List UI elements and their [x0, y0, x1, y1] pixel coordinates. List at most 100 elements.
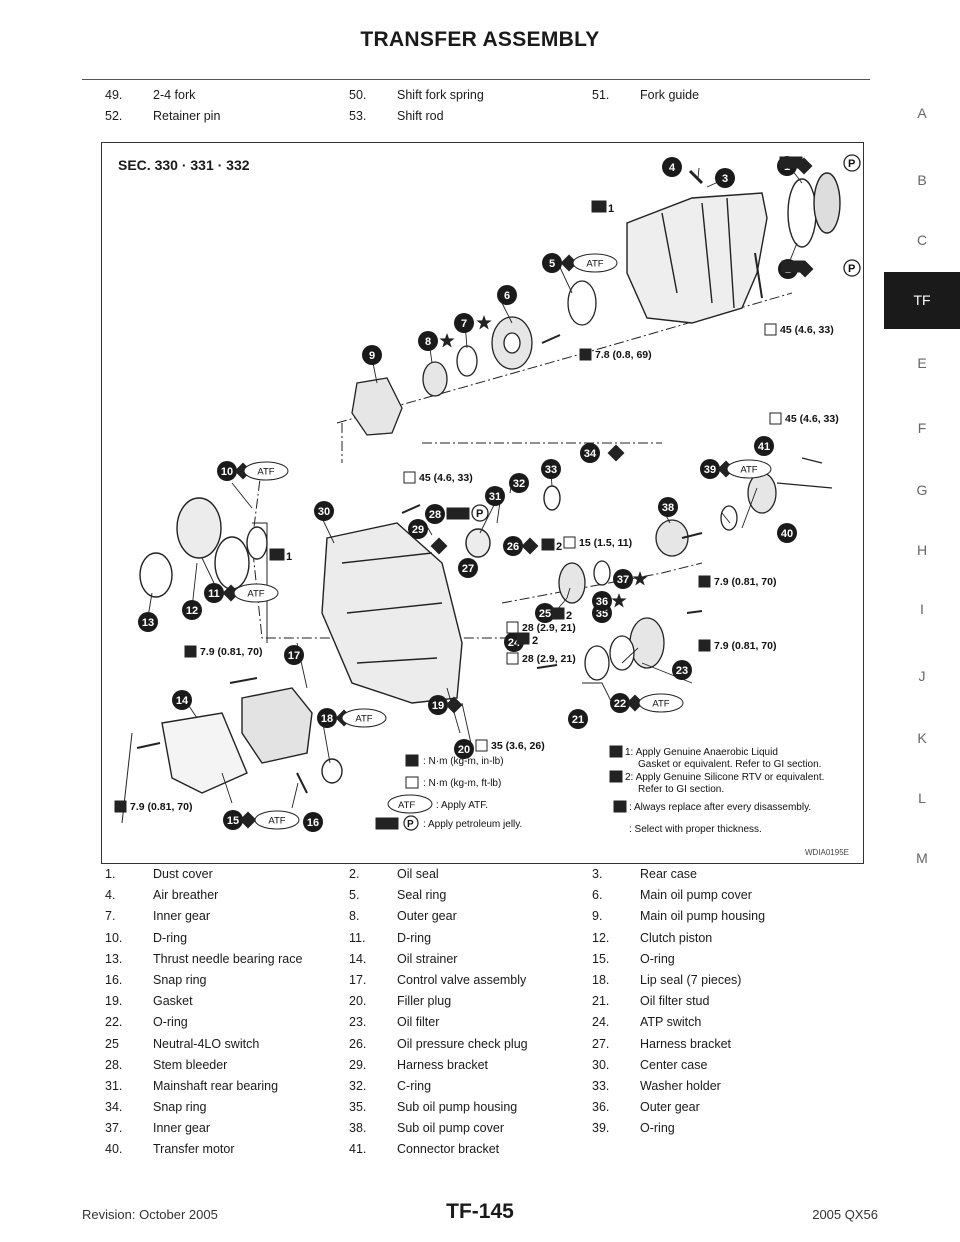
part-item: 39.O-ring [592, 1121, 675, 1135]
pump-parts-art [351, 280, 597, 436]
section-tab-b[interactable]: B [917, 172, 927, 188]
part-item: 4.Air breather [105, 888, 218, 902]
part-number: 22. [105, 1015, 123, 1030]
section-tab-c[interactable]: C [916, 232, 928, 248]
section-tab-j[interactable]: J [918, 668, 926, 684]
callout-40 [777, 523, 797, 543]
part-name: Rear case [640, 867, 697, 881]
callout-4 [662, 157, 682, 177]
parts-list-top: 49.2-4 fork 50.Shift fork spring 51.Fork g… [105, 88, 805, 130]
part-item: 2.Oil seal [349, 867, 439, 881]
part-name: Main oil pump cover [640, 888, 752, 903]
callout-35-label: 35 [596, 608, 608, 620]
legend-sealant-1b: Gasket or equivalent. Refer to GI sectio… [638, 759, 821, 770]
part-name: Oil strainer [397, 951, 458, 966]
apply-atf-icon [572, 253, 618, 273]
part-item: 21.Oil filter stud [592, 994, 709, 1008]
torque-spec: 45 (4.6, 33) [785, 413, 839, 425]
callout-31 [485, 486, 505, 506]
part-number: 14. [349, 951, 367, 966]
legend-always-replace: : Always replace after every disassembly… [629, 802, 811, 813]
section-tab-k[interactable]: K [917, 730, 927, 746]
diagram-code: WDIA0195E [804, 848, 849, 857]
section-tab-g[interactable]: G [916, 482, 928, 498]
torque-spec: 28 (2.9, 21) [522, 622, 576, 634]
callout-7 [454, 313, 474, 333]
callout-6-label: 6 [504, 290, 510, 302]
part-number: 19. [105, 994, 123, 1009]
section-tab-l[interactable]: L [918, 790, 926, 806]
part-number: 12. [592, 930, 610, 945]
part-name: Neutral-4LO switch [153, 1036, 260, 1051]
part-number: 15. [592, 951, 610, 966]
torque-spec: 28 (2.9, 21) [522, 653, 576, 665]
callout-23 [672, 660, 692, 680]
part-item: 50.Shift fork spring [349, 88, 484, 102]
part-number: 17. [349, 972, 367, 987]
part-name: Fork guide [640, 88, 700, 102]
part-name: Washer holder [640, 1078, 721, 1093]
part-name: Main oil pump housing [640, 909, 766, 924]
callout-20 [454, 739, 474, 759]
legend-sealant-1a: 1: Apply Genuine Anaerobic Liquid [625, 747, 778, 758]
part-item: 49.2-4 fork [105, 88, 195, 102]
part-name: Stem bleeder [153, 1057, 228, 1072]
part-item: 26.Oil pressure check plug [349, 1037, 528, 1051]
part-item: 31.Mainshaft rear bearing [105, 1079, 278, 1093]
part-item: 14. Oil strainer [349, 952, 457, 966]
torque-spec: 7.8 (0.8, 69) [595, 349, 652, 361]
part-number: 10. [105, 930, 123, 945]
part-name: O-ring [640, 951, 675, 966]
part-number: 13. [105, 951, 123, 966]
section-tab-f[interactable]: F [917, 420, 927, 436]
section-tab-h[interactable]: H [916, 542, 928, 558]
part-item: 15. O-ring [592, 952, 675, 966]
part-number: 33. [592, 1078, 610, 1093]
legend-sealant-2a: 2: Apply Genuine Silicone RTV or equival… [625, 772, 824, 783]
callout-39 [700, 459, 720, 479]
part-name: D-ring [153, 930, 188, 945]
torque-spec: 7.9 (0.81, 70) [714, 576, 776, 588]
svg-text:P: P [476, 508, 483, 520]
section-tab-e[interactable]: E [917, 355, 927, 371]
callout-14-label: 14 [176, 695, 189, 707]
torque-inlb-icon [698, 575, 711, 588]
always-replace-icon [430, 537, 448, 555]
part-name: 2-4 fork [153, 88, 196, 102]
callout-34-label: 34 [584, 448, 597, 460]
part-item: 35.Sub oil pump housing [349, 1100, 517, 1114]
exploded-diagram: 1234567891011121314151617181920212223242… [101, 142, 864, 864]
always-replace-icon [445, 696, 463, 714]
legend-petroleum-jelly: : Apply petroleum jelly. [423, 819, 522, 830]
part-name: Harness bracket [397, 1057, 489, 1072]
section-tab-i[interactable]: I [920, 601, 924, 617]
part-name: Clutch piston [640, 930, 713, 945]
part-name: Snap ring [153, 972, 207, 987]
callout-12 [182, 600, 202, 620]
part-number: 16. [105, 972, 123, 987]
part-item: 53.Shift rod [349, 109, 444, 123]
section-tab-m[interactable]: M [916, 850, 928, 866]
torque-ftlb-icon [403, 471, 416, 484]
part-item: 51.Fork guide [592, 88, 699, 102]
callout-17 [284, 645, 304, 665]
part-name: Filler plug [397, 994, 452, 1009]
part-number: 8. [349, 909, 360, 924]
torque-spec: 45 (4.6, 33) [419, 472, 473, 484]
section-tab-tf[interactable]: TF [884, 272, 960, 329]
part-number: 36. [592, 1100, 610, 1115]
center-case-art [139, 485, 561, 704]
part-item: 27.Harness bracket [592, 1037, 731, 1051]
part-name: ATP switch [640, 1015, 702, 1030]
rear-case-art [626, 169, 841, 324]
section-tab-a[interactable]: A [917, 105, 927, 121]
footer-page-number: TF-145 [446, 1200, 514, 1223]
part-number: 39. [592, 1121, 610, 1136]
footer-revision: Revision: October 2005 [82, 1207, 218, 1222]
callout-11 [204, 583, 224, 603]
